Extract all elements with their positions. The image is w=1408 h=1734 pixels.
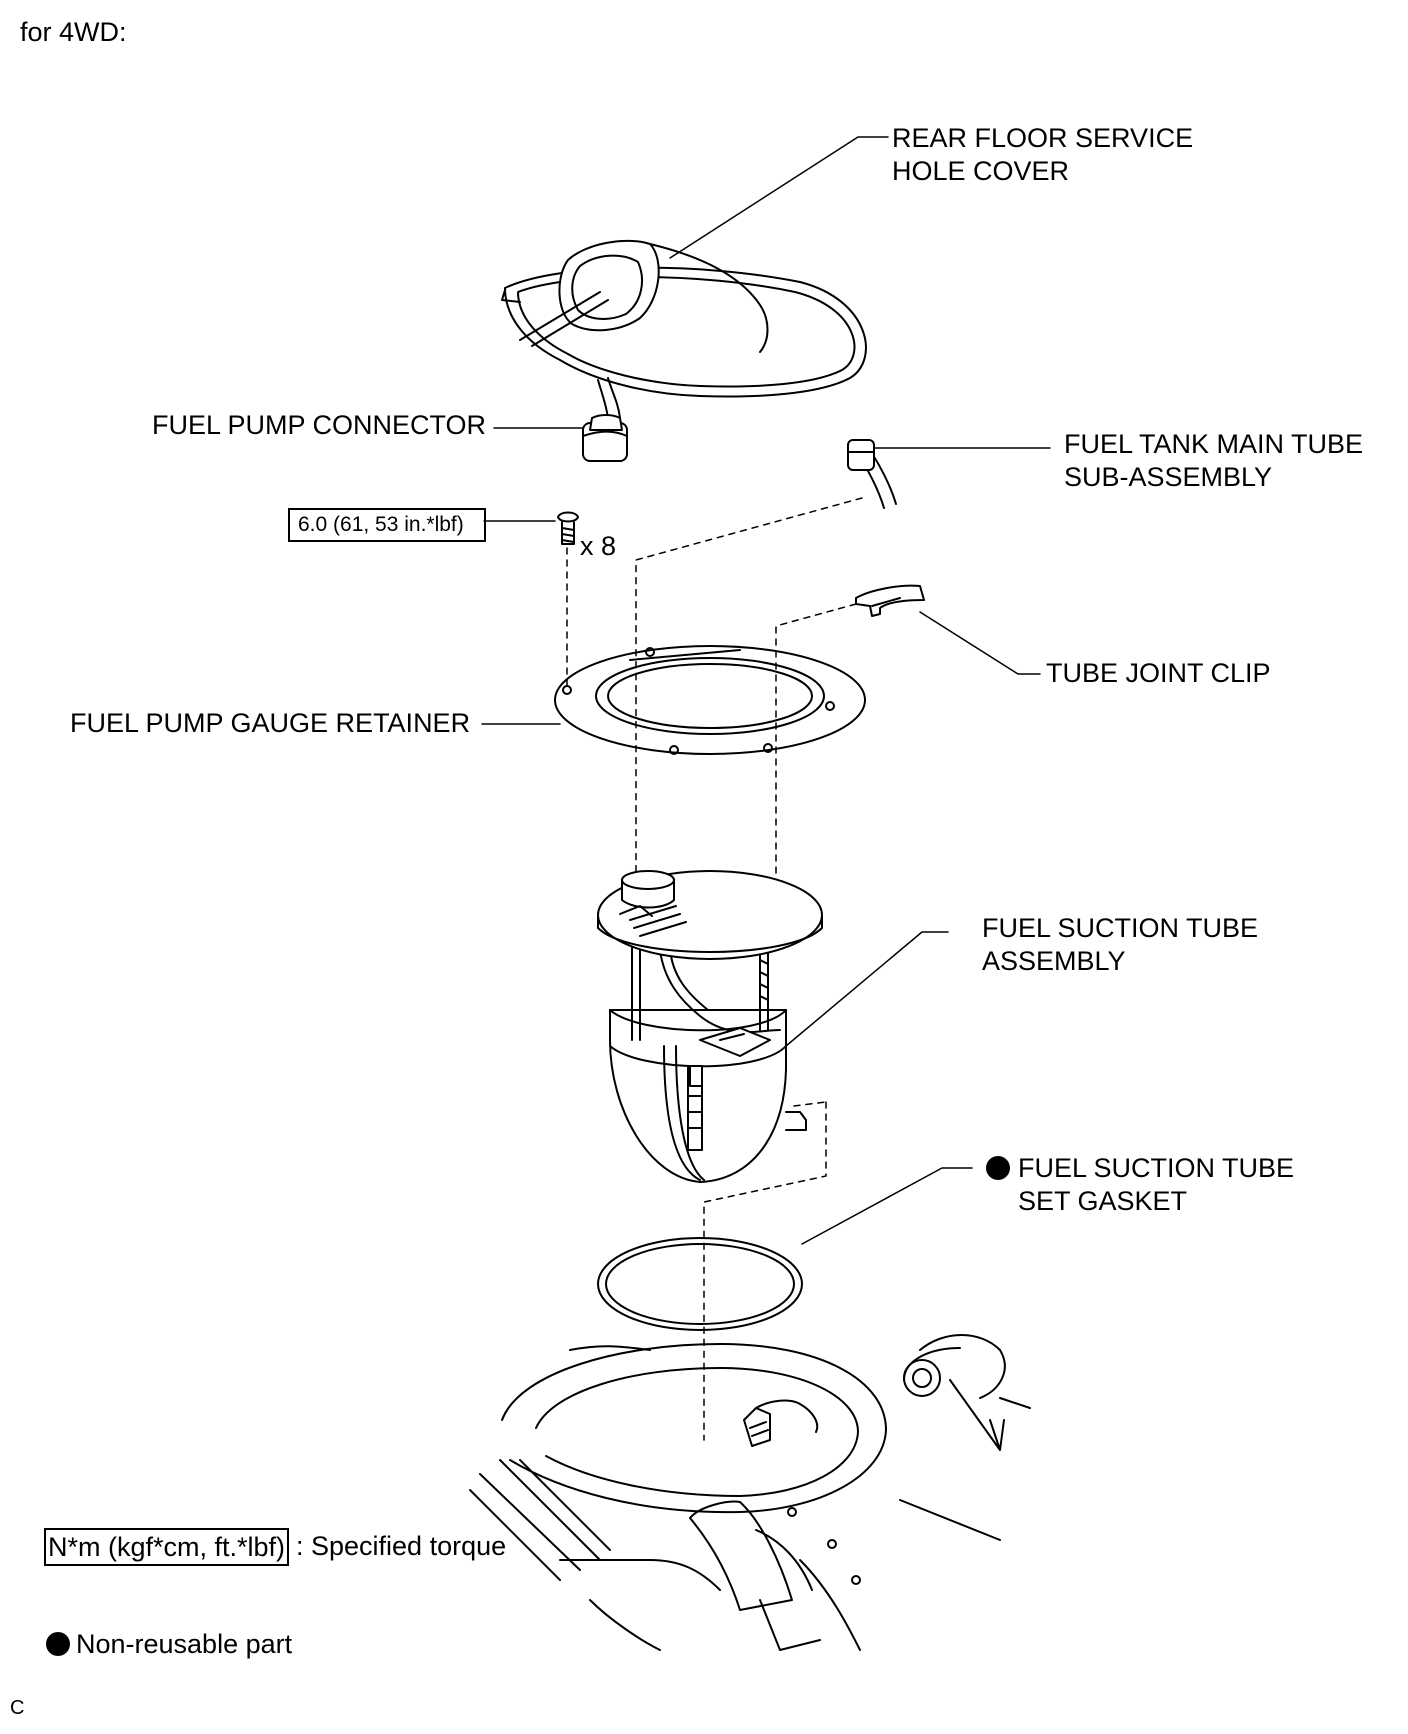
fuel-suction-tube-assembly-drawing [597, 870, 823, 1183]
label-rear-floor-service-hole-cover-line1: REAR FLOOR SERVICE [892, 123, 1194, 153]
fuel-tank-main-tube-drawing [847, 439, 897, 509]
legend-non-reusable-marker [46, 1632, 70, 1656]
label-tube-joint-clip: TUBE JOINT CLIP [1046, 658, 1271, 688]
label-fuel-suction-tube-set-gasket-line1: FUEL SUCTION TUBE [1018, 1153, 1295, 1183]
torque-spec-box: 6.0 (61, 53 in.*lbf) [288, 508, 486, 542]
bolt-drawing [557, 511, 579, 545]
leader-lines [481, 136, 1051, 1245]
legend-non-reusable-text: Non-reusable part [76, 1629, 293, 1659]
bolt-quantity: x 8 [580, 531, 617, 561]
rear-floor-service-hole-cover [501, 239, 867, 398]
figure-code: C [10, 1697, 25, 1719]
label-fuel-suction-tube-set-gasket-line2: SET GASKET [1018, 1186, 1188, 1216]
label-rear-floor-service-hole-cover-line2: HOLE COVER [892, 156, 1070, 186]
fuel-pump-connector-drawing [582, 377, 628, 462]
legend-torque-units: N*m (kgf*cm, ft.*lbf) [44, 1528, 290, 1566]
label-fuel-tank-main-tube-line1: FUEL TANK MAIN TUBE [1064, 429, 1364, 459]
tube-joint-clip-drawing [855, 584, 925, 617]
fuel-tank-drawing [469, 1334, 1031, 1651]
alignment-dashed-lines [566, 497, 863, 1441]
fuel-suction-tube-set-gasket-drawing [597, 1237, 803, 1331]
label-fuel-tank-main-tube-line2: SUB-ASSEMBLY [1064, 462, 1273, 492]
label-fuel-suction-tube-assembly-line1: FUEL SUCTION TUBE [982, 913, 1259, 943]
label-fuel-pump-gauge-retainer: FUEL PUMP GAUGE RETAINER [70, 708, 471, 738]
label-fuel-pump-connector: FUEL PUMP CONNECTOR [152, 410, 487, 440]
page-title: for 4WD: [20, 17, 127, 47]
legend-torque-text: : Specified torque [296, 1531, 507, 1561]
non-reusable-marker [986, 1156, 1010, 1180]
fuel-pump-gauge-retainer-drawing [554, 645, 866, 755]
label-fuel-suction-tube-assembly-line2: ASSEMBLY [982, 946, 1126, 976]
